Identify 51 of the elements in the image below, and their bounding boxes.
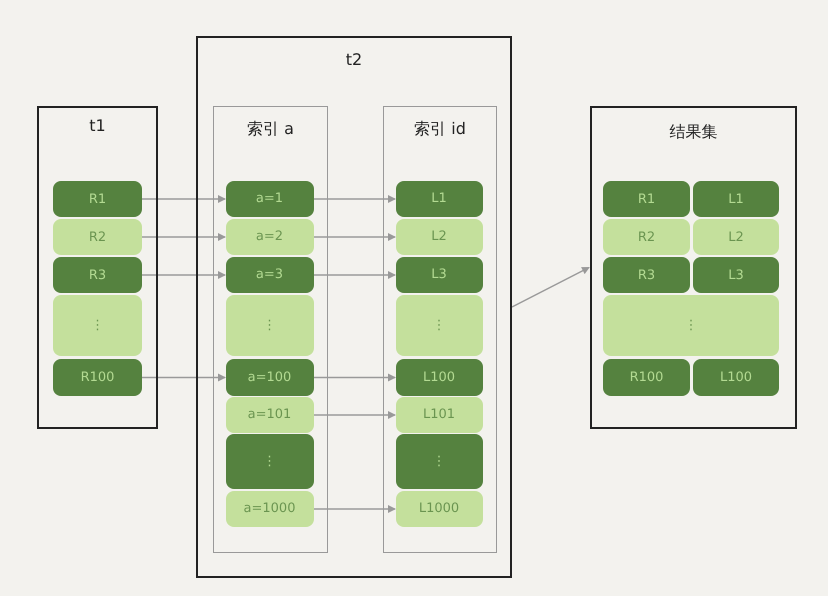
index-box bbox=[213, 106, 328, 553]
arrow bbox=[314, 233, 396, 241]
box-title: 索引 a bbox=[246, 119, 295, 140]
row-cell: ⋮ bbox=[226, 294, 314, 356]
arrow bbox=[142, 233, 226, 241]
row-cell: L100 bbox=[396, 358, 482, 396]
row-cell: a=101 bbox=[226, 396, 314, 432]
row-cell: L2 bbox=[396, 218, 482, 254]
row-cell: L3 bbox=[396, 256, 482, 292]
row-cell: R3 bbox=[53, 257, 142, 293]
box-title: t1 bbox=[88, 116, 107, 135]
box-title: t2 bbox=[344, 50, 364, 69]
row-cell: ⋮ bbox=[396, 434, 482, 488]
index-box bbox=[383, 106, 497, 553]
row-cell: a=3 bbox=[226, 256, 314, 292]
row-cell: a=1 bbox=[226, 180, 314, 216]
arrow bbox=[314, 411, 396, 419]
table-box bbox=[196, 36, 512, 578]
arrow bbox=[314, 374, 396, 382]
row-cell: L100 bbox=[693, 359, 779, 396]
row-cell: R3 bbox=[603, 257, 690, 293]
row-cell: R1 bbox=[603, 181, 690, 217]
box-title: 索引 id bbox=[413, 119, 467, 140]
row-cell: R100 bbox=[53, 359, 142, 396]
row-cell: R1 bbox=[53, 181, 142, 217]
row-cell: ⋮ bbox=[226, 434, 314, 488]
arrow bbox=[142, 195, 226, 203]
row-cell: L101 bbox=[396, 396, 482, 432]
row-cell: a=1000 bbox=[226, 490, 314, 526]
arrow bbox=[512, 266, 590, 308]
row-cell: L1000 bbox=[396, 490, 482, 526]
row-cell: R100 bbox=[603, 359, 690, 396]
arrow bbox=[142, 374, 226, 382]
row-cell: L2 bbox=[693, 219, 779, 255]
row-cell: L1 bbox=[396, 180, 482, 216]
row-cell: a=100 bbox=[226, 358, 314, 396]
table-box bbox=[37, 106, 158, 429]
arrow bbox=[314, 505, 396, 513]
row-cell: R2 bbox=[53, 219, 142, 255]
row-cell: L1 bbox=[693, 181, 779, 217]
arrow bbox=[314, 195, 396, 203]
arrow bbox=[142, 271, 226, 279]
row-cell: ⋮ bbox=[53, 295, 142, 356]
row-cell: ⋮ bbox=[396, 294, 482, 356]
arrow bbox=[314, 271, 396, 279]
box-title: 结果集 bbox=[668, 122, 718, 143]
table-box bbox=[590, 106, 797, 429]
row-cell: ⋮ bbox=[603, 295, 779, 356]
row-cell: L3 bbox=[693, 257, 779, 293]
row-cell: R2 bbox=[603, 219, 690, 255]
row-cell: a=2 bbox=[226, 218, 314, 254]
